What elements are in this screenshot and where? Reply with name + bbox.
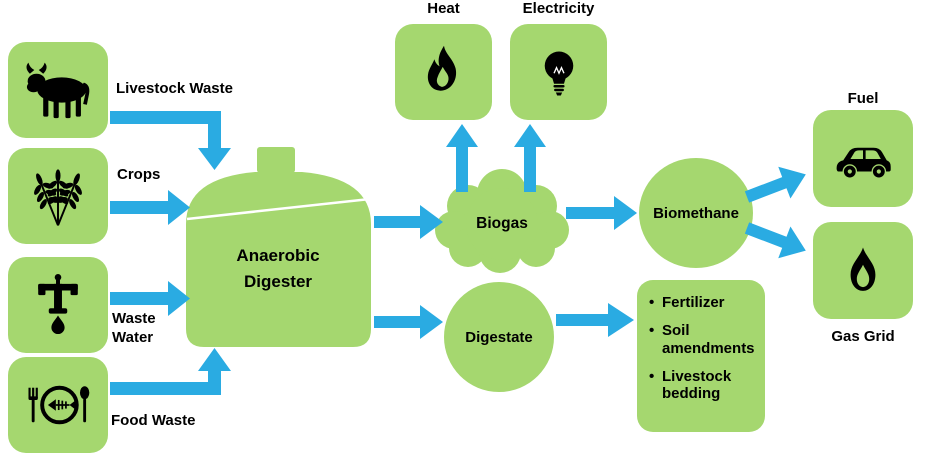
car-icon (836, 147, 891, 177)
livestock-waste-node (8, 42, 108, 138)
cow-icon (26, 62, 90, 119)
digestate-use-item: Fertilizer (649, 294, 757, 312)
light-bulb-icon (544, 51, 573, 96)
digestate-label: Digestate (465, 328, 533, 346)
electricity-label: Electricity (522, 0, 595, 17)
arrow-livestock-to-digester (110, 111, 231, 170)
arrow-digester-to-digestate (374, 305, 443, 339)
crops-node (8, 148, 108, 244)
water-pump-icon (38, 273, 78, 335)
waste-water-node (8, 257, 108, 353)
arrow-digestate-to-uses (556, 303, 634, 337)
digestate-uses-list: Fertilizer Soil amendments Livestock bed… (649, 294, 757, 402)
flame-icon (427, 45, 456, 91)
gas-grid-label: Gas Grid (831, 328, 895, 345)
arrow-biogas-to-biomethane (566, 196, 637, 230)
digestate-uses-box: Fertilizer Soil amendments Livestock bed… (637, 280, 765, 432)
livestock-waste-label: Livestock Waste (116, 80, 233, 97)
wheat-icon (26, 169, 90, 230)
digestate-use-item: Soil amendments (649, 322, 757, 357)
waste-water-label: Waste Water (112, 310, 156, 346)
food-waste-label: Food Waste (111, 412, 196, 429)
food-waste-node (8, 357, 108, 453)
biomethane-label: Biomethane (653, 204, 739, 222)
anaerobic-digester-label: Anaerobic Digester (236, 246, 320, 292)
heat-label: Heat (427, 0, 460, 17)
food-plate-icon (28, 385, 90, 425)
arrow-digester-to-biogas (374, 205, 443, 239)
heat-node (395, 24, 492, 120)
biomethane-node: Biomethane (639, 158, 753, 268)
arrow-biogas-to-heat (446, 124, 478, 192)
digestate-node: Digestate (444, 282, 554, 392)
electricity-node (510, 24, 607, 120)
arrow-crops-to-digester (110, 190, 190, 225)
arrow-biogas-to-electricity (514, 124, 546, 192)
gas-flame-icon (850, 246, 876, 291)
biogas-label: Biogas (476, 215, 528, 232)
gas-grid-node (813, 222, 913, 319)
fuel-node (813, 110, 913, 207)
arrow-food-waste-to-digester (110, 348, 231, 395)
crops-label: Crops (117, 166, 161, 183)
digestate-use-item: Livestock bedding (649, 368, 757, 403)
fuel-label: Fuel (847, 90, 879, 107)
